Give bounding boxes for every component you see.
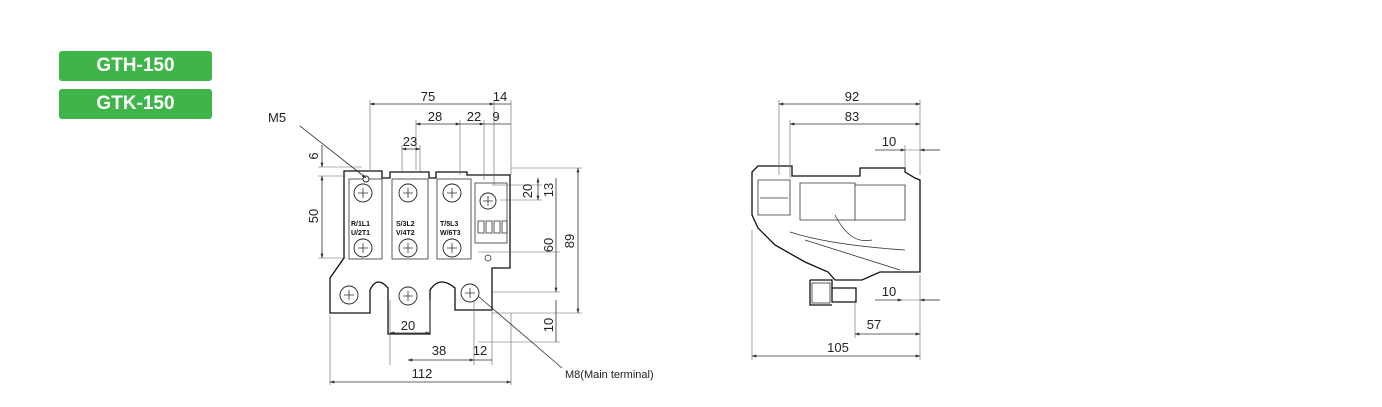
terminal-label-top-1: R/1L1 xyxy=(351,221,370,228)
dim-22: 22 xyxy=(467,109,481,124)
dim-92: 92 xyxy=(845,89,859,104)
dim-6: 6 xyxy=(306,152,321,159)
model-badge-gth150: GTH-150 xyxy=(59,51,212,81)
terminal-label-bottom-1: U/2T1 xyxy=(351,230,370,237)
dim-10: 10 xyxy=(541,318,556,332)
dim-23: 23 xyxy=(403,134,417,149)
dim-20-bottom: 20 xyxy=(401,318,415,333)
terminal-bay-2 xyxy=(391,178,429,260)
side-body-outline xyxy=(751,165,921,281)
dim-75: 75 xyxy=(421,89,435,104)
model-badge-gtk150: GTK-150 xyxy=(59,89,212,119)
dim-12: 12 xyxy=(473,343,487,358)
dim-50: 50 xyxy=(306,209,321,223)
dim-28: 28 xyxy=(428,109,442,124)
control-block xyxy=(474,182,508,244)
control-terminals xyxy=(477,220,508,262)
terminal-label-bottom-3: W/6T3 xyxy=(440,230,461,237)
callout-m5: M5 xyxy=(268,110,286,125)
dim-57: 57 xyxy=(867,317,881,332)
dim-13: 13 xyxy=(541,183,556,197)
dim-38: 38 xyxy=(432,343,446,358)
side-terminal-stub xyxy=(809,279,857,306)
side-view: 92 83 10 10 57 105 xyxy=(751,89,940,360)
dim-10-bottom: 10 xyxy=(882,284,896,299)
terminal-label-top-3: T/5L3 xyxy=(440,221,458,228)
terminal-label-bottom-2: V/4T2 xyxy=(396,230,415,237)
dim-60: 60 xyxy=(541,238,556,252)
dim-89: 89 xyxy=(562,234,577,248)
dim-20-right: 20 xyxy=(520,184,535,198)
terminal-label-top-2: S/3L2 xyxy=(396,221,415,228)
terminal-bay-3 xyxy=(436,178,472,260)
screw-icon xyxy=(339,175,497,306)
dim-105: 105 xyxy=(827,340,849,355)
dim-83: 83 xyxy=(845,109,859,124)
dim-14: 14 xyxy=(493,89,507,104)
dim-9: 9 xyxy=(492,109,499,124)
callout-m8-main-terminal: M8(Main terminal) xyxy=(565,369,654,381)
front-view: R/1L1 U/2T1 S/3L2 V/4T2 T/5L3 W/6T3 75 1… xyxy=(268,89,654,385)
dim-112: 112 xyxy=(412,366,433,381)
dim-10-top: 10 xyxy=(882,134,896,149)
